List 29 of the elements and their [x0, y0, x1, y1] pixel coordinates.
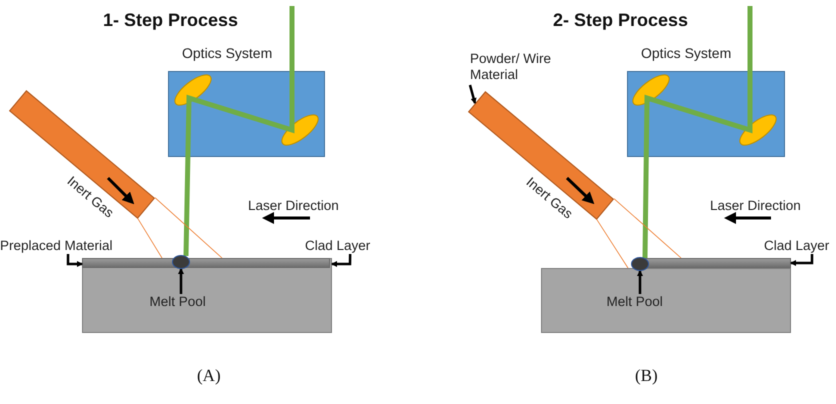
callout-text: Preplaced Material — [0, 238, 126, 254]
panel-title: 1- Step Process — [103, 10, 238, 31]
panel-title: 2- Step Process — [553, 10, 688, 31]
node-heading: Optics System — [181, 44, 272, 62]
leader-arrow — [178, 268, 184, 294]
melt-pool — [172, 255, 190, 269]
callout-text: Clad Layer — [305, 238, 379, 254]
panel-label: (A) — [197, 366, 221, 386]
gas-stream-line — [614, 198, 682, 258]
callout-text: Melt Pool — [606, 294, 672, 310]
leader-arrow — [790, 254, 814, 266]
gas-stream-line — [596, 218, 628, 268]
leader-arrow — [468, 84, 476, 104]
callout-text: Melt Pool — [150, 294, 216, 310]
clad-layer — [82, 258, 330, 268]
leader-arrow — [66, 254, 83, 267]
gas-stream-line — [137, 218, 162, 258]
callout-text: Powder/ Wire Material — [470, 51, 574, 85]
direction-label: Laser Direction — [248, 198, 339, 213]
gas-stream-line — [154, 197, 222, 258]
node-heading: Optics System — [640, 44, 732, 62]
substrate-block — [541, 268, 791, 333]
direction-label: Laser Direction — [710, 198, 801, 213]
leader-arrow — [331, 254, 352, 267]
callout-text: Clad Layer — [764, 238, 836, 254]
panel-label: (B) — [635, 366, 658, 386]
substrate-block — [82, 258, 332, 333]
clad-layer — [645, 258, 791, 268]
leader-arrow — [637, 270, 643, 294]
